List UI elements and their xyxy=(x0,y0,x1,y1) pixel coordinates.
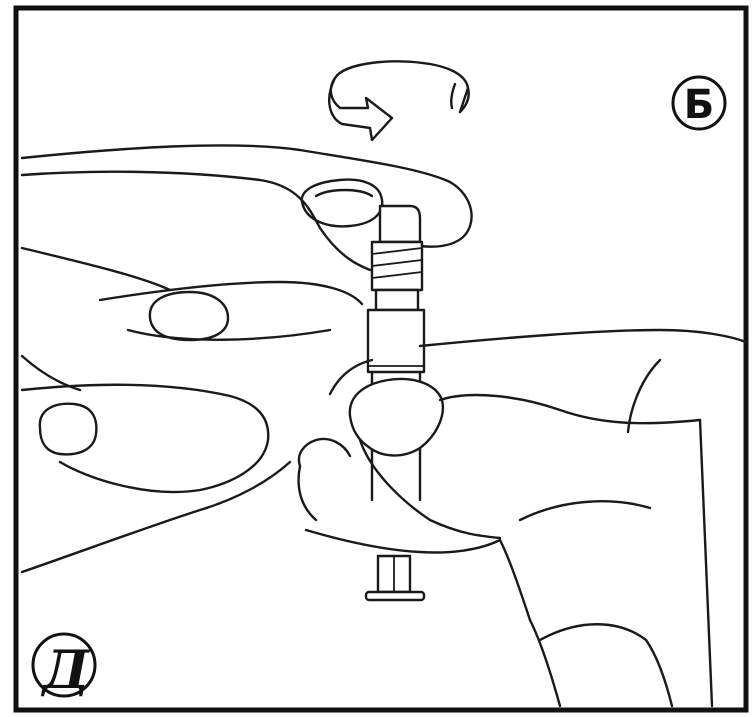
panel-label-b: Б xyxy=(671,75,727,131)
left-hand xyxy=(20,144,473,574)
right-hand xyxy=(297,328,748,708)
panel-label-d-text: Д xyxy=(40,640,91,701)
panel-label-d: Д xyxy=(31,632,97,701)
panel-label-b-text: Б xyxy=(684,82,715,128)
figure-border xyxy=(13,5,749,713)
rotate-arrow-icon xyxy=(328,60,470,142)
